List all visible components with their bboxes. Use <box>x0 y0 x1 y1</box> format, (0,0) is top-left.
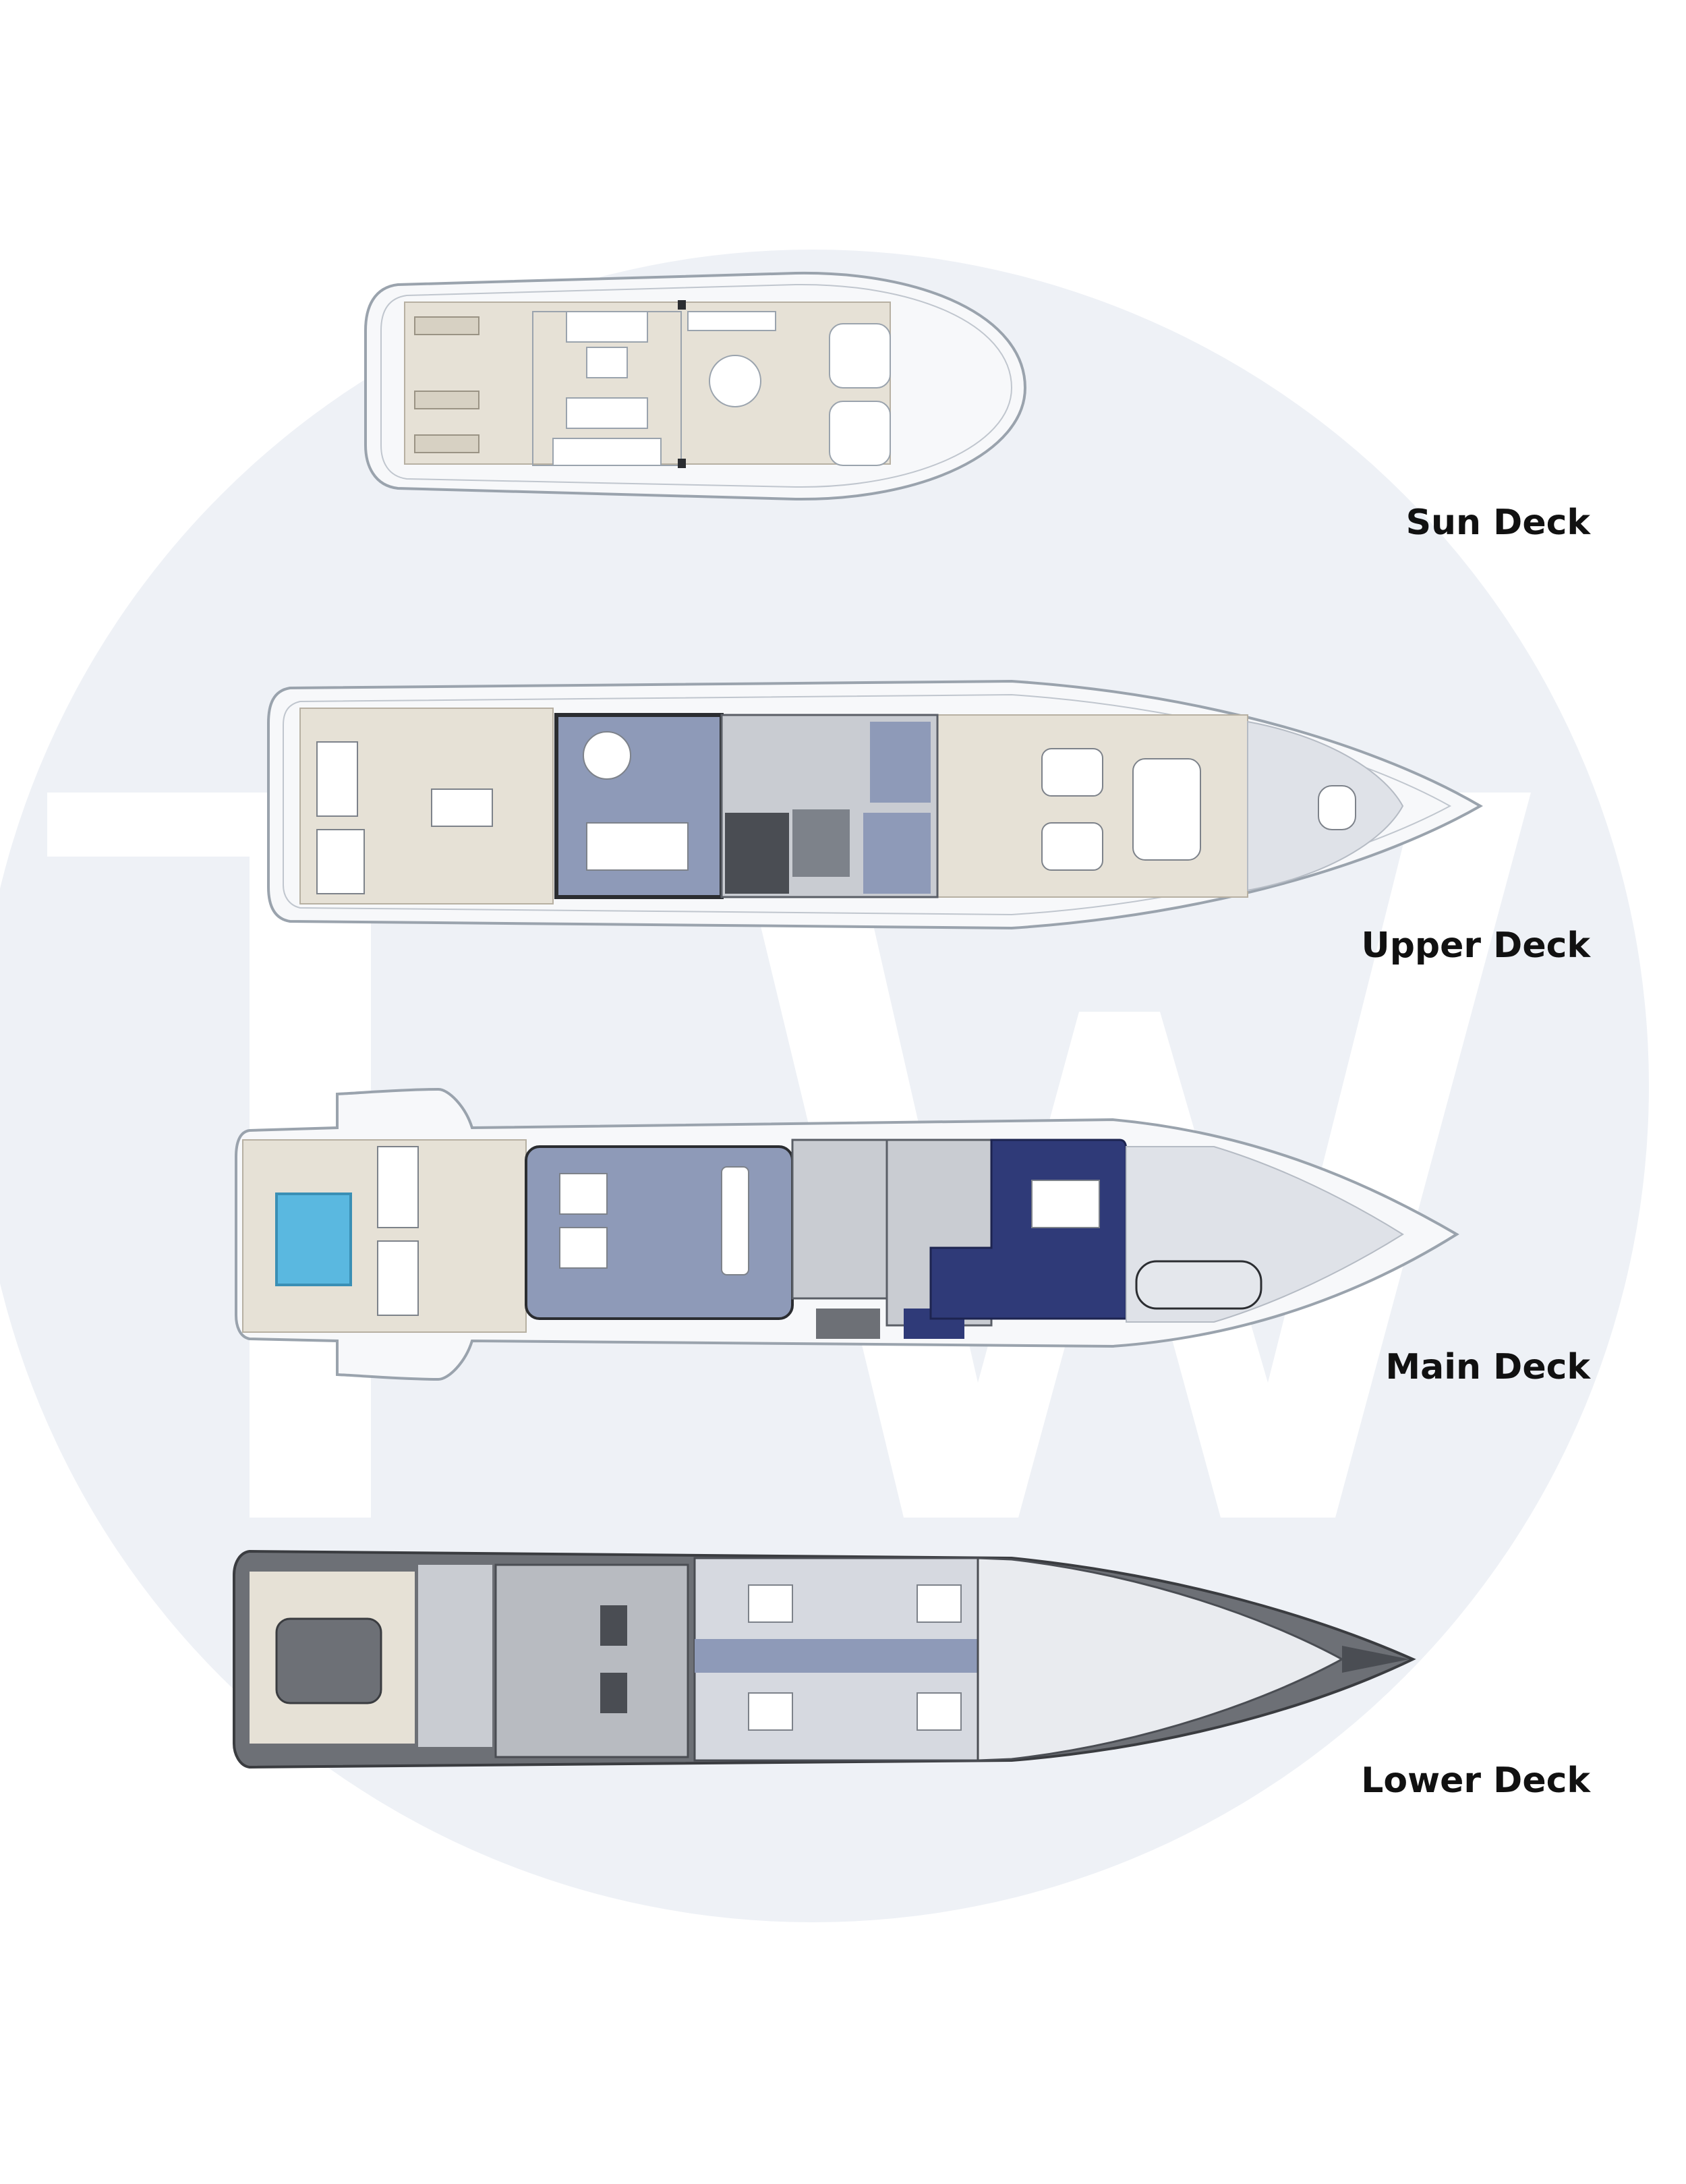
main-deck-label: Main Deck <box>1385 1347 1590 1387</box>
main-deck-plan <box>235 1087 1459 1381</box>
lower-deck-plan <box>233 1549 1416 1769</box>
lower-deck-label: Lower Deck <box>1361 1760 1590 1801</box>
sun-deck-label: Sun Deck <box>1405 502 1590 543</box>
upper-deck-label: Upper Deck <box>1361 925 1590 966</box>
upper-deck-plan <box>267 679 1483 930</box>
sun-deck-plan <box>364 271 1027 501</box>
